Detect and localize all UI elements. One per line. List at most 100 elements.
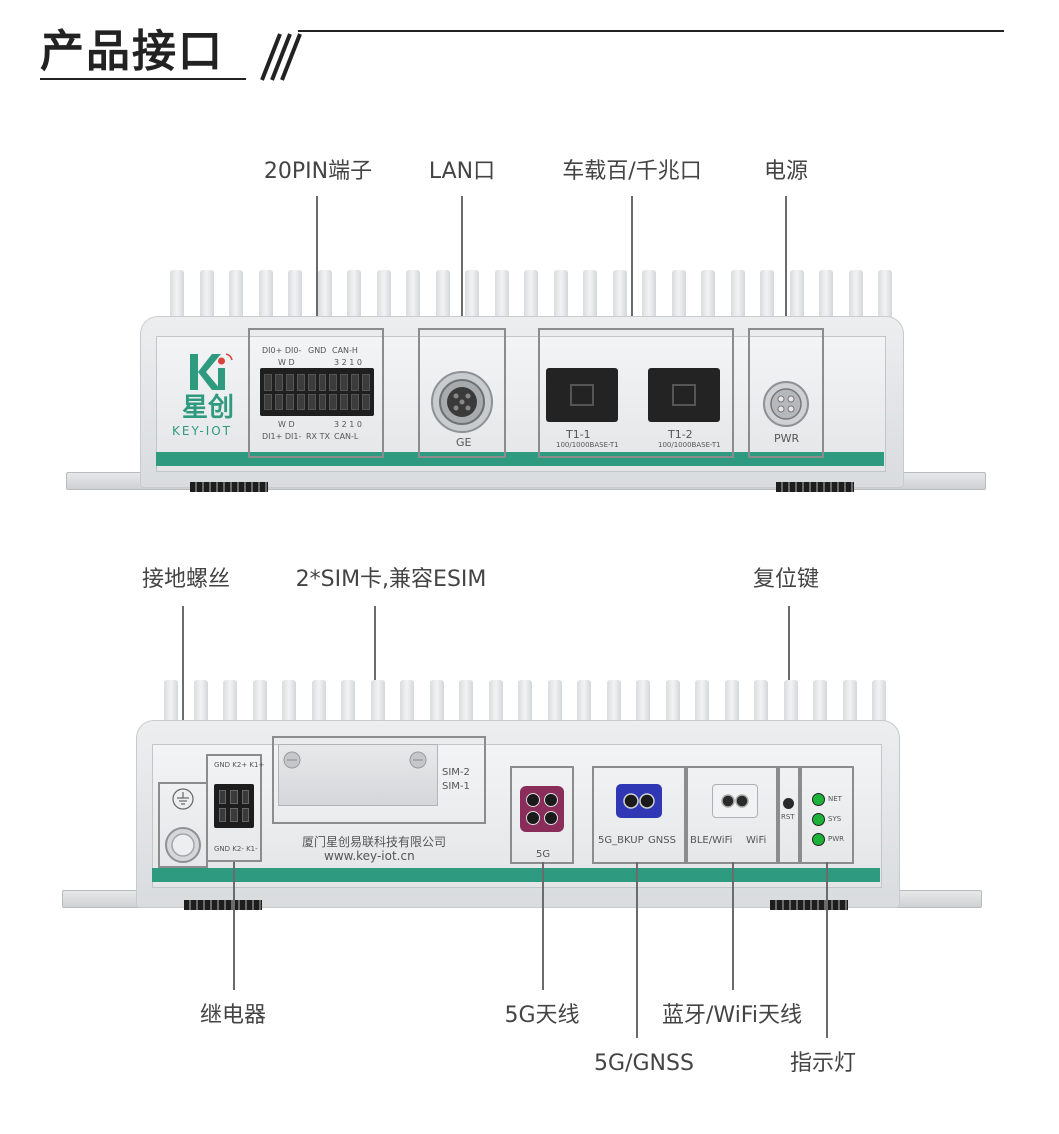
reset-label: RST [781, 813, 795, 821]
terminal-pin [351, 393, 360, 410]
t1-2-label: T1-2 [668, 428, 693, 441]
heatsink-fin [547, 680, 562, 728]
heatsink-fin [754, 680, 768, 728]
leader-line-power [785, 196, 787, 328]
terminal-pin [351, 374, 360, 391]
relay-pin [241, 808, 249, 822]
heatsink-fin [193, 680, 208, 728]
heatsink-fin [252, 680, 267, 728]
t1-1-spec: 100/1000BASE-T1 [556, 441, 619, 449]
fakra-5g-connector[interactable] [520, 786, 564, 832]
pin-label-gnd: GND [308, 346, 327, 355]
ge-m12-port[interactable] [430, 370, 494, 434]
front-foot-left [190, 482, 268, 492]
fakra-ble-wifi-connector[interactable] [712, 784, 758, 818]
heatsink-fin [671, 270, 686, 322]
callout-reset: 复位键 [752, 567, 820, 592]
callout-sim: 2*SIM卡,兼容ESIM [295, 567, 487, 592]
terminal-pin [296, 393, 305, 410]
heatsink-fin [813, 680, 827, 728]
heatsink-fin [872, 680, 886, 728]
callout-indicator: 指示灯 [789, 1051, 857, 1076]
pin-label-wd-top: W D [278, 358, 295, 367]
heatsink-fin [494, 270, 509, 322]
t1-1-port[interactable] [546, 368, 618, 422]
leader-line-gnss [636, 862, 638, 1038]
fakra-pin [544, 811, 558, 825]
heatsink-fin [288, 270, 302, 322]
t1-2-socket-icon [672, 384, 696, 406]
callout-relay: 继电器 [199, 1003, 267, 1028]
reset-button[interactable] [783, 798, 794, 809]
relay-label-bottom: GND K2- K1- [214, 845, 258, 853]
callout-ground-screw: 接地螺丝 [141, 567, 231, 592]
pin-label-can-h: CAN-H [332, 346, 358, 355]
pwr-m8-port[interactable] [762, 380, 810, 428]
company-website: www.key-iot.cn [324, 849, 415, 863]
pin-label-wd-bot: W D [278, 420, 295, 429]
lan-highlight-box [418, 328, 506, 458]
gnss-highlight-box [592, 766, 686, 864]
heatsink-fin [435, 270, 450, 322]
back-device: GND K2+ K1+ GND K2- K1- SIM-2 SIM-1 厦门星创… [56, 680, 986, 920]
t1-1-label: T1-1 [566, 428, 591, 441]
terminal-pin [264, 393, 272, 410]
heatsink-fin [311, 680, 326, 728]
terminal-pin [296, 374, 305, 391]
heatsink-fin [488, 680, 503, 728]
led-label: NET [828, 795, 842, 803]
sim-tray-cover[interactable] [278, 744, 438, 806]
pin-label-nums-top: 3 2 1 0 [334, 358, 362, 367]
fakra-gnss-connector[interactable] [616, 784, 662, 818]
leader-line-terminal [316, 196, 318, 328]
company-name: 厦门星创易联科技有限公司 [302, 835, 447, 849]
terminal-20pin-connector[interactable] [260, 368, 374, 416]
front-device: 星创 KEY-IOT DI0+ DI0- W D GND CAN-H 3 2 1… [60, 270, 990, 500]
relay-highlight-box [206, 754, 262, 862]
terminal-pin [285, 374, 294, 391]
ground-symbol-icon [172, 788, 194, 810]
heatsink-fin [317, 270, 332, 322]
heatsink-fin [347, 270, 361, 322]
relay-pin [241, 790, 249, 804]
terminal-pin [340, 393, 349, 410]
leader-line-lan [461, 196, 463, 328]
heatsink-fin [376, 270, 391, 322]
pin-label-di0: DI0+ DI0- [262, 346, 302, 355]
heatsink-fin [199, 270, 214, 322]
heatsink-fin [695, 680, 709, 728]
terminal-pin [285, 393, 294, 410]
heatsink-fin [518, 680, 532, 728]
sim-1-label: SIM-1 [442, 781, 470, 792]
ki-logo-icon [190, 353, 233, 390]
brand-name: 星创 [182, 393, 235, 423]
front-accent-stripe [156, 452, 884, 466]
heatsink-fin [789, 270, 804, 322]
relay-connector[interactable] [214, 784, 254, 828]
callout-lan: LAN口 [428, 159, 496, 184]
title-slash-decoration [260, 33, 302, 81]
heatsink-fin [370, 680, 385, 728]
heatsink-fin [164, 680, 178, 728]
port-wifi-label: WiFi [746, 835, 767, 846]
t1-2-spec: 100/1000BASE-T1 [658, 441, 721, 449]
callout-20pin-terminal: 20PIN端子 [263, 159, 373, 184]
fakra-pin [544, 793, 558, 807]
heatsink-fin [229, 270, 243, 322]
t1-2-port[interactable] [648, 368, 720, 422]
leader-line-t1 [631, 196, 633, 328]
leader-line-indicator [826, 862, 828, 1038]
terminal-pin [318, 393, 327, 410]
heatsink-fin [848, 270, 863, 322]
ground-screw-icon[interactable] [164, 826, 202, 864]
ge-label: GE [456, 436, 472, 449]
pin-label-can-l: CAN-L [334, 432, 359, 441]
relay-pin-grid [219, 790, 249, 822]
led-label: PWR [828, 835, 845, 843]
front-foot-right [776, 482, 854, 492]
relay-label-top: GND K2+ K1+ [214, 761, 265, 769]
heatsink-fin [878, 270, 892, 322]
back-foot-right [770, 900, 848, 910]
relay-pin [230, 790, 238, 804]
page-title: 产品接口 [40, 26, 224, 77]
